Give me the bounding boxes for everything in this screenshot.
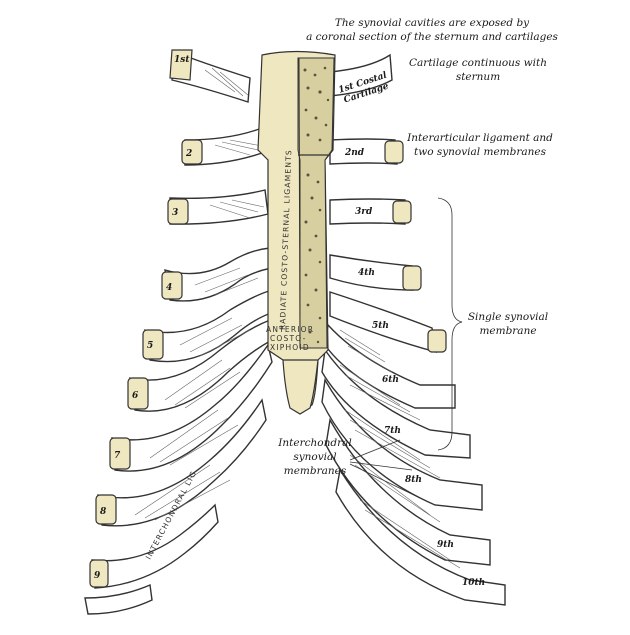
rib-number-right-10: 10th <box>462 578 485 588</box>
right-rib-7 <box>321 348 471 459</box>
right-ribs <box>321 53 506 606</box>
anterior-costoxiphoid-line-2: COSTO- <box>270 334 307 343</box>
annotation-cartilage-continuous: Cartilage continuous with sternum <box>409 57 547 83</box>
right-rib-1 <box>329 53 393 97</box>
left-cartilage-tip-6 <box>127 377 149 410</box>
rib-number-left-1: 1st <box>174 55 190 65</box>
right-rib-6 <box>324 323 456 409</box>
rib-number-right-7: 7th <box>384 426 401 436</box>
left-rib-7 <box>111 343 273 472</box>
rib-number-left-8: 8 <box>100 507 107 517</box>
annotation-single-synovial: Single synovial membrane <box>468 311 548 337</box>
cancellous-texture <box>303 66 330 344</box>
annotation-interarticular-line-2: two synovial membranes <box>414 146 547 158</box>
annotation-cartilage-continuous-line-2: sternum <box>456 71 500 83</box>
annotation-interchondral-line-2: synovial <box>293 451 336 463</box>
rib-number-left-2: 2 <box>185 149 192 159</box>
left-cartilage-tip-2 <box>181 139 203 165</box>
left-rib-9 <box>91 503 219 589</box>
rib-number-left-3: 3 <box>172 208 178 218</box>
sternum <box>257 50 336 415</box>
right-cartilage-tip-3 <box>392 200 412 224</box>
rib-number-right-3: 3rd <box>355 207 373 217</box>
annotation-interarticular-line-1: Interarticular ligament and <box>406 132 553 144</box>
right-cartilage-tip-4 <box>402 265 422 291</box>
left-cartilage-tip-8 <box>95 494 117 525</box>
rib-number-right-8: 8th <box>405 475 422 485</box>
annotation-single-synovial-line-2: membrane <box>479 325 536 337</box>
rib-number-left-4: 4 <box>166 283 172 293</box>
single-synovial-bracket <box>437 197 463 451</box>
anterior-costoxiphoid-label: ANTERIOR COSTO- XIPHOID <box>266 325 314 352</box>
annotation-interarticular: Interarticular ligament and two synovial… <box>406 132 553 158</box>
annotation-single-synovial-line-1: Single synovial <box>468 311 548 323</box>
right-rib-3 <box>329 198 406 225</box>
annotation-interchondral-line-3: membranes <box>284 465 347 477</box>
left-cartilage-tip-7 <box>109 437 131 470</box>
anterior-costoxiphoid-line-1: ANTERIOR <box>266 325 314 334</box>
annotation-interchondral: Interchondral synovial membranes <box>277 437 351 477</box>
rib-number-left-5: 5 <box>147 341 153 351</box>
left-cartilage-tip-5 <box>142 329 164 360</box>
sternum-midline <box>298 57 301 349</box>
annotation-coronal-section: The synovial cavities are exposed by a c… <box>306 17 558 43</box>
xiphoid-process <box>282 359 319 415</box>
annotation-coronal-section-line-1: The synovial cavities are exposed by <box>335 17 530 29</box>
left-cartilage-tip-9 <box>89 559 109 588</box>
left-cartilage-tip-3 <box>167 198 189 225</box>
right-cartilage-tip-5 <box>427 329 447 353</box>
right-cartilage-tip-2 <box>384 140 404 164</box>
sternum-coronal-section <box>297 57 335 349</box>
annotation-coronal-section-line-2: a coronal section of the sternum and car… <box>306 31 558 43</box>
rib-number-right-5: 5th <box>372 321 389 331</box>
rib-number-left-6: 6 <box>132 391 139 401</box>
rib-number-right-9: 9th <box>437 540 454 550</box>
annotation-interchondral-line-1: Interchondral <box>277 437 351 449</box>
rib-number-right-4: 4th <box>358 268 375 278</box>
left-cartilage-tip-4 <box>161 271 183 300</box>
right-fiber-hatching <box>339 329 461 569</box>
left-rib-numbers: 1st 2 3 4 5 6 7 8 9 <box>94 55 192 581</box>
anterior-costoxiphoid-line-3: XIPHOID <box>270 343 310 352</box>
annotation-cartilage-continuous-line-1: Cartilage continuous with <box>409 57 547 69</box>
right-rib-10 <box>335 468 506 606</box>
right-rib-numbers: 2nd 3rd 4th 5th 6th 7th 8th 9th 10th <box>344 148 485 588</box>
interchondral-leaders <box>349 439 421 499</box>
left-cartilage-tip-1 <box>169 49 193 81</box>
rib-number-right-2: 2nd <box>344 148 365 158</box>
left-fiber-hatching <box>134 67 265 521</box>
rib-number-left-9: 9 <box>94 571 101 581</box>
rib-number-left-7: 7 <box>114 451 121 461</box>
left-rib-10 <box>84 583 153 615</box>
right-rib-2 <box>329 138 398 165</box>
rib-number-right-6: 6th <box>382 375 399 385</box>
